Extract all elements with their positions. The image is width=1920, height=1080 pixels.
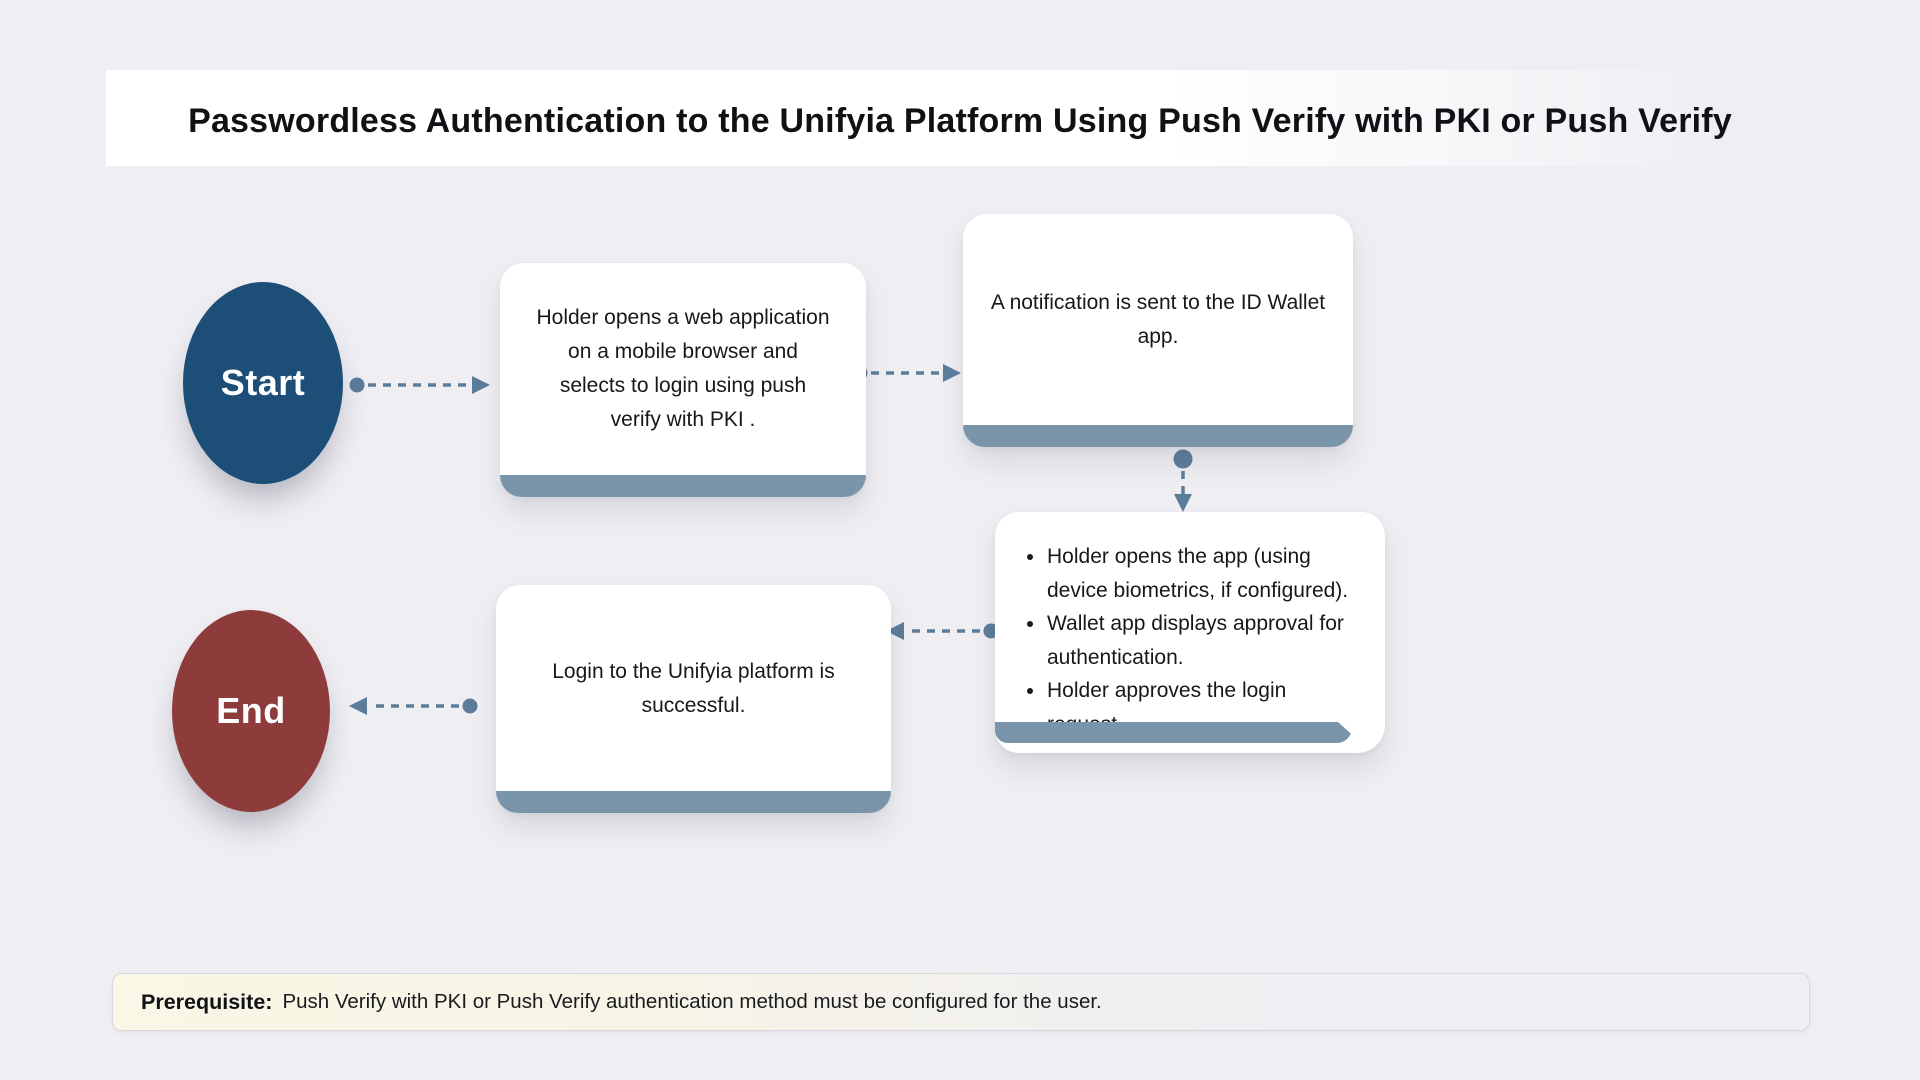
connector-step2-to-step3 bbox=[1173, 449, 1193, 512]
step-open-web-app: Holder opens a web application on a mobi… bbox=[500, 263, 866, 497]
start-node: Start bbox=[183, 282, 343, 484]
connector-start-to-step1 bbox=[349, 376, 490, 394]
end-node-label: End bbox=[216, 690, 286, 731]
card-bottom-bar bbox=[500, 475, 866, 497]
prerequisite-text: Push Verify with PKI or Push Verify auth… bbox=[282, 990, 1102, 1013]
step-open-web-app-text: Holder opens a web application on a mobi… bbox=[536, 306, 830, 431]
card-bottom-bar bbox=[995, 722, 1352, 743]
prerequisite-label: Prerequisite: bbox=[141, 989, 273, 1014]
step-notification-sent: A notification is sent to the ID Wallet … bbox=[963, 214, 1353, 447]
card-bottom-bar bbox=[963, 425, 1353, 447]
start-node-label: Start bbox=[220, 362, 306, 403]
connector-step3-to-step4 bbox=[886, 622, 999, 640]
page-title: Passwordless Authentication to the Unify… bbox=[188, 101, 1732, 140]
header-band: Passwordless Authentication to the Unify… bbox=[106, 70, 1814, 166]
bullet-item: Wallet app displays approval for authent… bbox=[1023, 607, 1365, 674]
card-bottom-bar bbox=[496, 791, 891, 813]
step-notification-sent-text: A notification is sent to the ID Wallet … bbox=[990, 290, 1326, 348]
step-login-success: Login to the Unifyia platform is success… bbox=[496, 585, 891, 813]
bullet-item: Holder opens the app (using device biome… bbox=[1023, 540, 1365, 607]
step-approve-bullet-list: Holder opens the app (using device biome… bbox=[1023, 540, 1365, 741]
connector-step1-to-step2 bbox=[852, 364, 961, 382]
connector-step4-to-end bbox=[349, 697, 478, 715]
step-login-success-text: Login to the Unifyia platform is success… bbox=[552, 659, 835, 717]
step-approve-in-wallet: Holder opens the app (using device biome… bbox=[995, 512, 1385, 753]
prerequisite-note: Prerequisite: Push Verify with PKI or Pu… bbox=[112, 973, 1810, 1031]
end-node: End bbox=[172, 610, 330, 812]
